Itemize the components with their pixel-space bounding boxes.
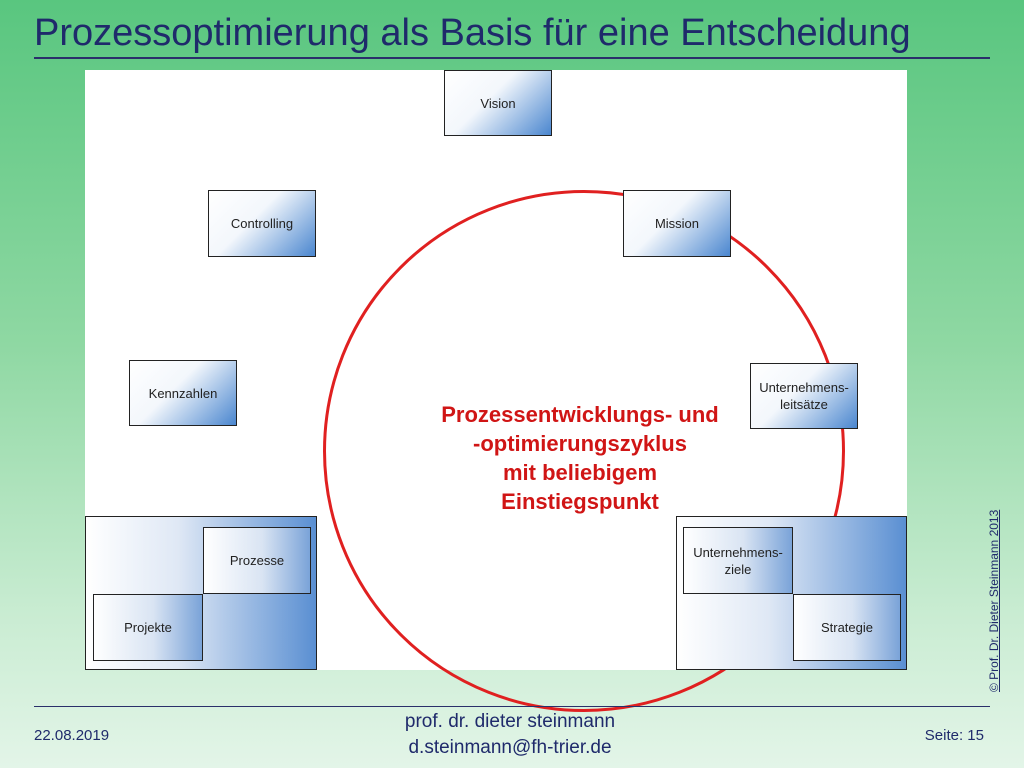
node-controlling: Controlling bbox=[208, 190, 316, 257]
footer-author: prof. dr. dieter steinmann d.steinmann@f… bbox=[350, 709, 670, 761]
node-unternehmensziele: Unternehmens- ziele bbox=[683, 527, 793, 594]
center-line-4: Einstiegspunkt bbox=[501, 489, 659, 514]
center-line-3: mit beliebigem bbox=[502, 460, 658, 485]
cycle-circle bbox=[323, 190, 845, 712]
copyright-link[interactable]: © Prof. Dr. Dieter Steinmann 2013 bbox=[987, 509, 1001, 692]
page-number: Seite: 15 bbox=[924, 727, 984, 744]
group-ziele-strategie: Unternehmens- ziele Strategie bbox=[676, 516, 907, 670]
node-mission: Mission bbox=[623, 190, 731, 257]
author-name: prof. dr. dieter steinmann bbox=[404, 711, 616, 732]
node-strategie: Strategie bbox=[793, 594, 901, 661]
footer-divider bbox=[34, 706, 990, 707]
group-prozesse-projekte: Prozesse Projekte bbox=[85, 516, 317, 670]
footer-date: 22.08.2019 bbox=[34, 727, 110, 744]
center-line-1: Prozessentwicklungs- und bbox=[441, 402, 719, 427]
node-kennzahlen: Kennzahlen bbox=[129, 360, 237, 426]
slide-title: Prozessoptimierung als Basis für eine En… bbox=[34, 12, 911, 54]
node-projekte: Projekte bbox=[93, 594, 203, 661]
author-email: d.steinmann@fh-trier.de bbox=[408, 737, 612, 758]
title-divider bbox=[34, 57, 990, 59]
node-unternehmensleitsaetze: Unternehmens- leitsätze bbox=[750, 363, 858, 429]
node-vision: Vision bbox=[444, 70, 552, 136]
center-line-2: -optimierungszyklus bbox=[473, 431, 687, 456]
cycle-diagram: Prozessentwicklungs- und -optimierungszy… bbox=[85, 70, 907, 712]
node-prozesse: Prozesse bbox=[203, 527, 311, 594]
cycle-center-label: Prozessentwicklungs- und -optimierungszy… bbox=[400, 400, 760, 516]
